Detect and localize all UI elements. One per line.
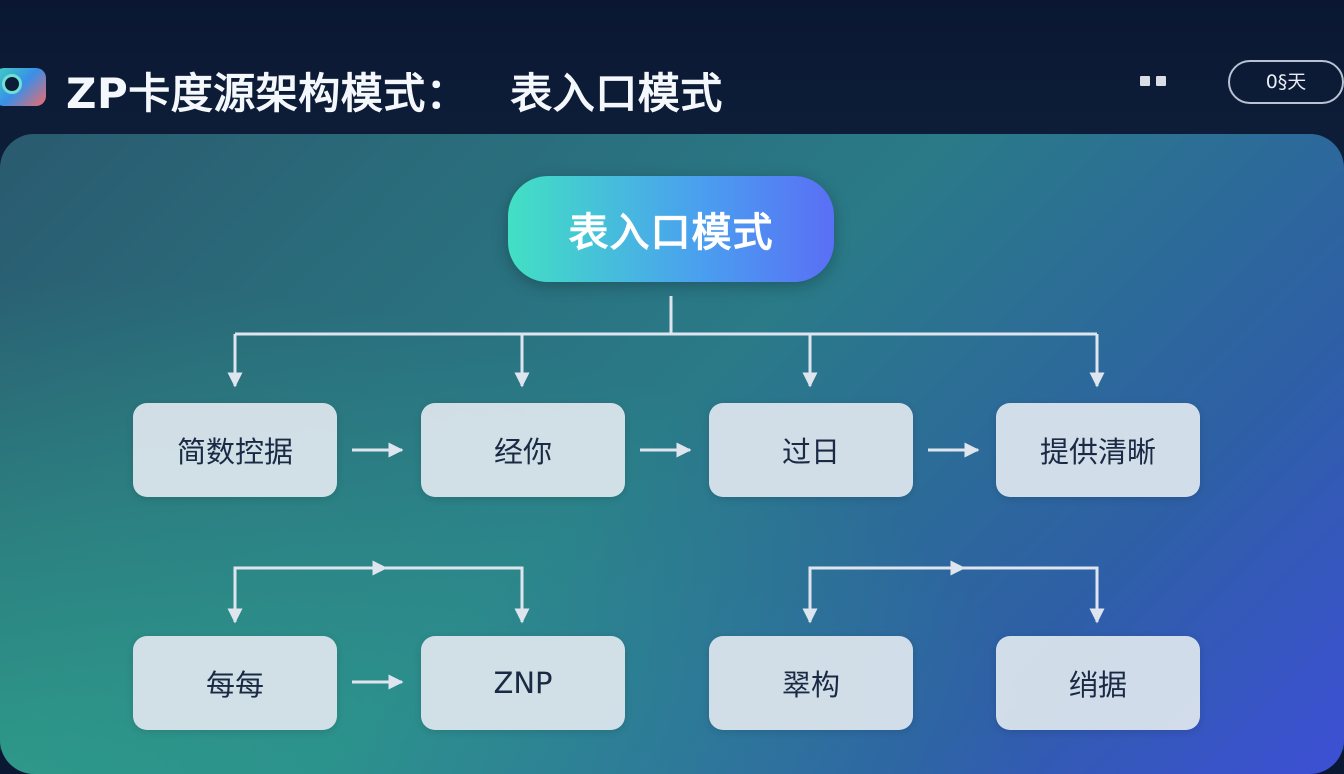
header-button[interactable]: 0§天 xyxy=(1228,60,1344,104)
root-node[interactable]: 表入口模式 xyxy=(508,176,834,282)
node-row2-1[interactable]: 每每 xyxy=(133,636,337,730)
node-row2-3[interactable]: 翠构 xyxy=(709,636,913,730)
node-row1-1[interactable]: 简数控据 xyxy=(133,403,337,497)
node-row2-2[interactable]: ZNP xyxy=(421,636,625,730)
grid-dots-icon[interactable] xyxy=(1140,76,1166,86)
title-left: ZP卡度源架构模式： xyxy=(66,69,469,118)
connectors xyxy=(227,296,1105,690)
page-title: ZP卡度源架构模式： 表入口模式 xyxy=(66,60,723,121)
title-right: 表入口模式 xyxy=(510,69,723,118)
app-logo-icon[interactable] xyxy=(0,68,46,106)
node-row1-4[interactable]: 提供清晰 xyxy=(996,403,1200,497)
header: ZP卡度源架构模式： 表入口模式 0§天 xyxy=(0,0,1344,130)
node-row2-4[interactable]: 绡据 xyxy=(996,636,1200,730)
bracket-right xyxy=(808,566,1105,624)
node-row1-3[interactable]: 过日 xyxy=(709,403,913,497)
node-row1-2[interactable]: 经你 xyxy=(421,403,625,497)
bracket-left xyxy=(233,566,530,624)
